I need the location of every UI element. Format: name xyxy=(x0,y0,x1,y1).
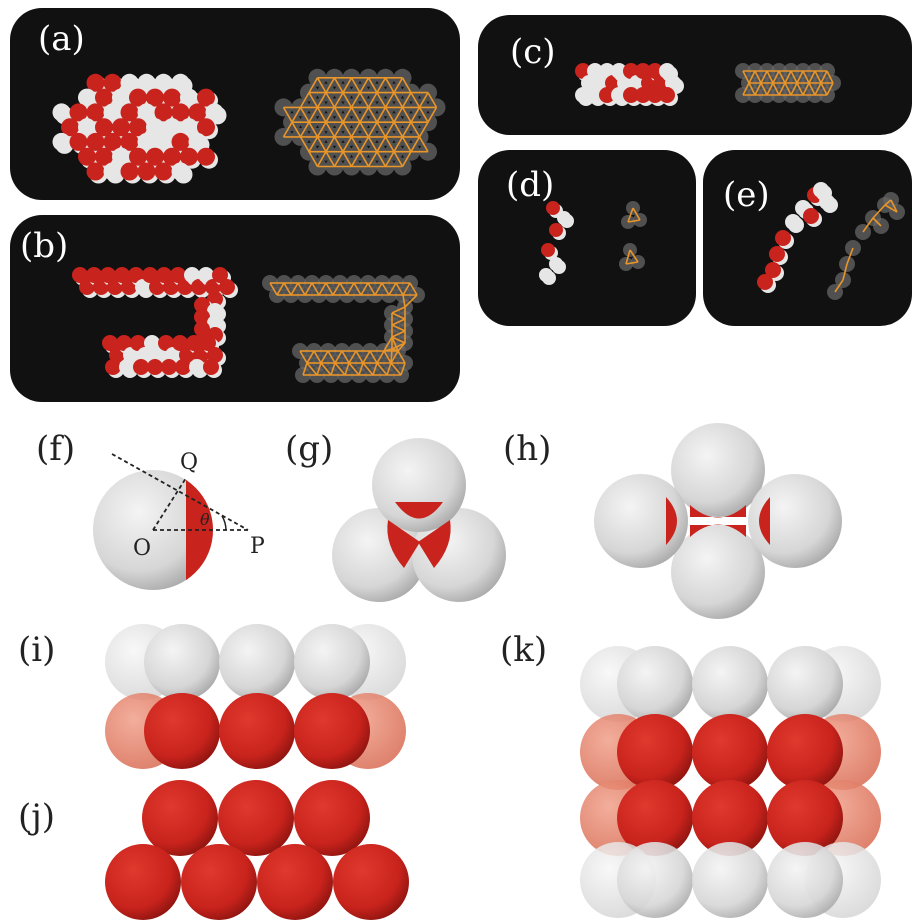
panel-c-particle-cluster xyxy=(575,63,684,106)
point-p-label: P xyxy=(250,534,265,559)
panel-e-particle-cluster xyxy=(757,182,838,293)
panel-h-label: (h) xyxy=(503,429,552,469)
panel-c-snapshot: (c) xyxy=(478,15,912,135)
panel-a-label: (a) xyxy=(38,19,85,59)
panel-b-label: (b) xyxy=(20,226,69,266)
panel-e-drawing xyxy=(757,182,905,300)
panel-c-bond-network xyxy=(735,63,841,103)
panel-e-snapshot: (e) xyxy=(703,150,912,326)
panel-d-drawing xyxy=(539,201,647,285)
angle-theta-label: θ xyxy=(200,510,210,529)
panel-a-drawing xyxy=(52,68,446,184)
panel-g-triangle-cluster xyxy=(332,438,506,602)
panel-j-label: (j) xyxy=(18,797,56,837)
panel-i-label: (i) xyxy=(18,630,56,670)
panel-d-particle-cluster xyxy=(539,201,574,285)
panel-h-square-cluster xyxy=(594,423,842,619)
panel-d-label: (d) xyxy=(506,165,555,205)
panel-g-label: (g) xyxy=(285,429,334,469)
panel-f-patchy-particle xyxy=(93,453,249,590)
panel-j-patch-layer xyxy=(105,780,409,920)
panel-a-particle-cluster xyxy=(52,73,227,184)
panel-b-snapshot: (b) xyxy=(10,215,460,402)
panel-b-particle-cluster xyxy=(72,267,238,378)
panel-c-drawing xyxy=(575,63,841,106)
point-o-label: O xyxy=(133,536,152,561)
panel-d-snapshot: (d) xyxy=(478,150,696,326)
panel-k-layer-stack xyxy=(580,646,881,918)
panel-d-bond-network xyxy=(619,201,647,271)
panel-b-drawing xyxy=(72,267,425,383)
panel-k-label: (k) xyxy=(500,630,548,670)
panel-a-snapshot: (a) xyxy=(10,8,460,200)
panel-b-bond-network xyxy=(262,275,425,383)
panel-i-bilayer xyxy=(105,624,406,769)
panel-f-label: (f) xyxy=(36,429,76,469)
panel-a-bond-network xyxy=(274,68,446,176)
panel-c-label: (c) xyxy=(510,32,556,72)
panel-e-bond-network xyxy=(827,192,905,300)
point-q-label: Q xyxy=(180,450,199,475)
panel-e-label: (e) xyxy=(723,175,770,215)
